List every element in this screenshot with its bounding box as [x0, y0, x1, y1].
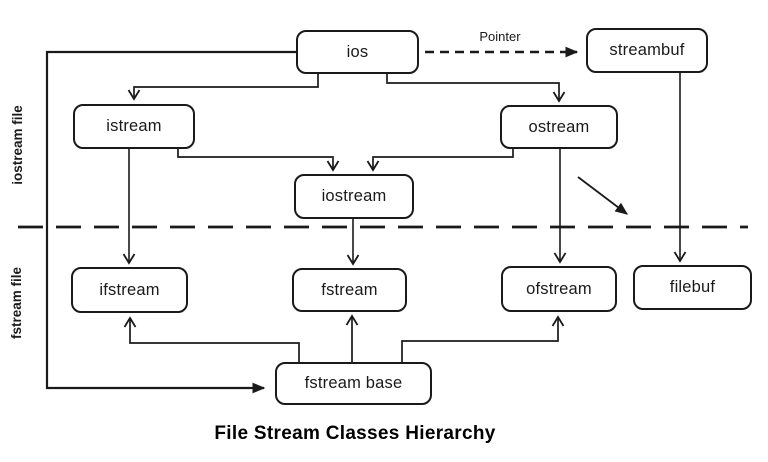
- node-ios-label: ios: [346, 42, 369, 61]
- node-fstream-base-label: fstream base: [304, 374, 403, 392]
- node-ifstream: ifstream: [71, 267, 188, 313]
- edge-fstream-base-ofstream: [401, 315, 565, 362]
- edge-ios-ostream: [386, 74, 566, 103]
- node-iostream: iostream: [294, 174, 414, 219]
- node-istream: istream: [73, 104, 195, 149]
- node-ios: ios: [296, 30, 419, 74]
- node-fstream-label: fstream: [321, 280, 378, 299]
- edge-istream-iostream: [177, 149, 340, 172]
- node-iostream-label: iostream: [321, 187, 387, 205]
- node-istream-label: istream: [106, 117, 162, 135]
- node-ostream-label: ostream: [528, 117, 590, 136]
- node-streambuf-label: streambuf: [609, 41, 685, 59]
- node-fstream-base: fstream base: [275, 362, 432, 405]
- diagram-title: File Stream Classes Hierarchy: [214, 423, 496, 444]
- section-label-iostream-file: iostream file: [10, 105, 25, 185]
- node-streambuf: streambuf: [586, 28, 708, 73]
- edge-ostream-iostream: [366, 149, 514, 172]
- pointer-edge-label: Pointer: [479, 29, 521, 44]
- edge-fstream-base-ifstream: [123, 316, 300, 362]
- node-ostream: ostream: [500, 105, 618, 149]
- edge-ios-fstream-base: [45, 50, 296, 388]
- edge-ios-istream: [127, 74, 319, 101]
- edge-diagonal-arrow: [577, 176, 627, 214]
- node-ifstream-label: ifstream: [99, 280, 160, 299]
- section-label-fstream-file: fstream file: [9, 266, 24, 340]
- node-filebuf: filebuf: [633, 265, 752, 310]
- node-fstream: fstream: [292, 268, 407, 312]
- node-filebuf-label: filebuf: [669, 278, 716, 296]
- node-ofstream-label: ofstream: [526, 279, 592, 298]
- node-ofstream: ofstream: [501, 266, 617, 312]
